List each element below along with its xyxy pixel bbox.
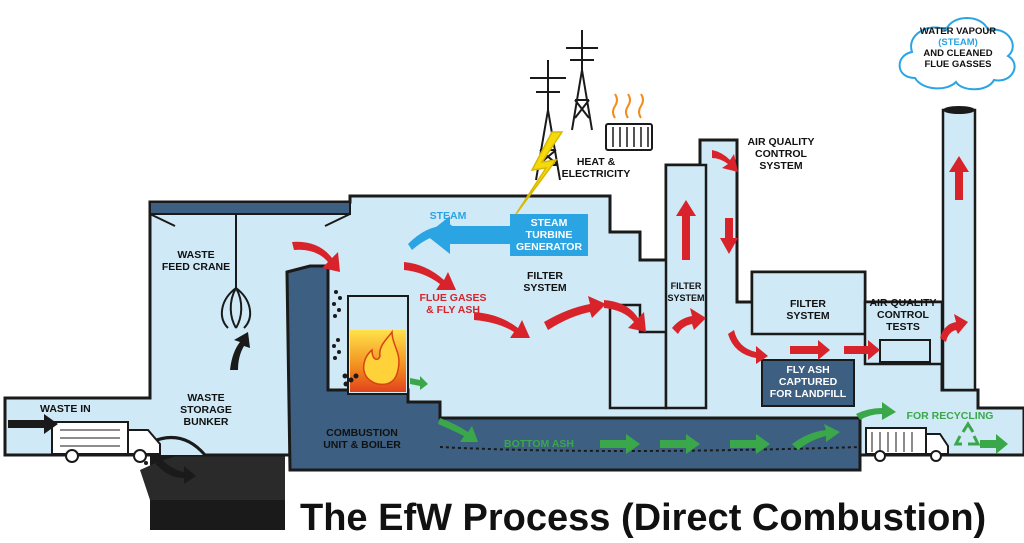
steam-turbine-box [510,214,588,256]
green-arrows [410,376,1008,454]
blue-arrows [408,216,512,254]
tests-bracket [879,339,931,363]
label-flue-gases: FLUE GASES & FLY ASH [419,292,487,316]
label-filter-system-1: FILTER SYSTEM [523,270,567,294]
label-bottom-ash: BOTTOM ASH [504,438,574,450]
red-arrows [292,150,969,364]
label-air-quality-control-tests: AIR QUALITY CONTROL TESTS [869,297,937,333]
label-heat-electricity: HEAT & ELECTRICITY [561,156,631,180]
garbage-truck-icon [51,421,161,463]
label-waste-storage-bunker: WASTE STORAGE BUNKER [180,392,232,428]
label-water-vapour-line2: AND CLEANED FLUE GASSES [923,48,993,70]
label-combustion-unit: COMBUSTION UNIT & BOILER [323,427,401,451]
page-title: The EfW Process (Direct Combustion) [300,497,987,539]
label-steam-turbine: STEAM TURBINE GENERATOR [515,217,583,253]
crane-rail-angle [149,213,351,227]
label-water-vapour-line1: WATER VAPOUR [919,26,997,37]
filter-tower-duct [698,138,739,302]
label-steam: STEAM [429,210,467,222]
recycling-truck-icon [865,427,949,462]
cloud [898,17,1016,91]
label-water-vapour: WATER VAPOUR (STEAM) AND CLEANED FLUE GA… [906,26,1010,70]
lightning-icon [515,131,564,215]
label-water-vapour-steam: (STEAM) [938,37,978,48]
crane-claw-icon [220,214,252,329]
label-filter-system-3: FILTER SYSTEM [786,298,830,322]
label-waste-in: WASTE IN [40,403,91,415]
bunker-waste-pile [140,446,285,500]
crane-rail [149,201,351,215]
fly-ash-box [761,359,855,407]
label-fly-ash-captured: FLY ASH CAPTURED FOR LANDFILL [769,364,847,400]
chimney-top [943,106,975,114]
label-waste-feed-crane: WASTE FEED CRANE [161,249,231,273]
label-for-recycling: FOR RECYCLING [906,410,994,422]
black-arrows [8,332,250,484]
label-air-quality-control-system: AIR QUALITY CONTROL SYSTEM [747,136,815,172]
recycling-icon [953,421,981,446]
fire-icon [363,329,400,386]
filter-system-box [750,270,867,336]
label-filter-system-2: FILTER SYSTEM [667,281,705,303]
radiator-icon [605,93,653,151]
chimney [941,108,977,392]
